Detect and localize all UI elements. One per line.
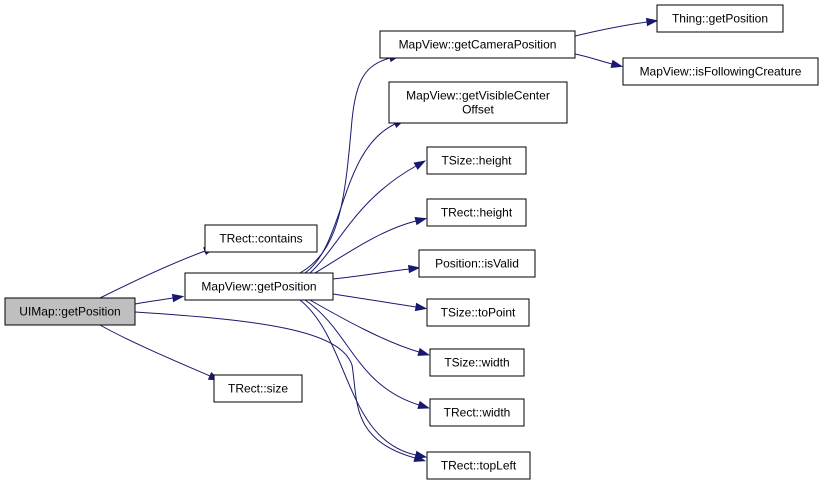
node-box	[213, 374, 303, 403]
edge-line	[314, 220, 417, 274]
node-box	[426, 198, 527, 227]
edge-line	[99, 324, 211, 377]
node-box	[429, 348, 525, 377]
node-trect-contains[interactable]: TRect::contains	[204, 224, 318, 253]
node-trect-size[interactable]: TRect::size	[213, 374, 303, 403]
edge-mapview-getcameraposition-to-mapview-isfollowingcreature	[574, 53, 624, 68]
node-label: MapView::isFollowingCreature	[640, 65, 802, 79]
node-uimap-getposition[interactable]: UIMap::getPosition	[4, 297, 136, 326]
node-box	[4, 297, 136, 326]
node-label: MapView::getPosition	[201, 280, 316, 294]
edge-line	[309, 165, 417, 274]
edge-line	[309, 299, 420, 353]
edge-mapview-getcameraposition-to-thing-getposition	[574, 17, 659, 37]
node-label: TRect::topLeft	[441, 459, 517, 473]
edge-mapview-getposition-to-trect-width	[304, 299, 430, 409]
node-label: Position::isValid	[435, 257, 519, 271]
node-mapview-getposition[interactable]: MapView::getPosition	[184, 272, 334, 301]
edge-arrowhead	[610, 59, 624, 68]
node-box	[656, 4, 784, 33]
node-thing-getposition[interactable]: Thing::getPosition	[656, 4, 784, 33]
node-box	[388, 81, 568, 124]
node-position-isvalid[interactable]: Position::isValid	[418, 249, 536, 278]
edge-arrowhead	[414, 302, 428, 312]
node-trect-topleft[interactable]: TRect::topLeft	[426, 451, 531, 480]
edge-line	[574, 21, 648, 37]
node-label: TRect::width	[444, 406, 511, 420]
node-box	[622, 57, 819, 86]
edge-line	[299, 299, 417, 456]
node-label: Thing::getPosition	[672, 12, 768, 26]
node-box	[426, 146, 527, 175]
edge-line	[134, 311, 416, 459]
edge-mapview-getposition-to-mapview-getvisiblecenteroffset	[304, 119, 406, 274]
node-label: TRect::contains	[219, 232, 302, 246]
node-label: TSize::width	[444, 356, 509, 370]
edge-mapview-getposition-to-position-isvalid	[332, 264, 421, 280]
edge-mapview-getposition-to-tsize-topoint	[332, 293, 428, 312]
edge-uimap-getposition-to-trect-size	[99, 324, 221, 381]
edge-arrowhead	[407, 264, 421, 274]
node-tsize-height[interactable]: TSize::height	[426, 146, 527, 175]
edge-line	[574, 53, 613, 65]
node-box	[418, 249, 536, 278]
edge-mapview-getposition-to-tsize-height	[309, 160, 427, 274]
edge-mapview-getposition-to-tsize-width	[309, 299, 431, 356]
edge-mapview-getposition-to-trect-height	[314, 217, 428, 274]
node-tsize-width[interactable]: TSize::width	[429, 348, 525, 377]
edge-line	[304, 123, 396, 274]
edge-line	[304, 299, 420, 406]
node-trect-height[interactable]: TRect::height	[426, 198, 527, 227]
edges-layer	[99, 17, 659, 462]
node-label: TRect::size	[228, 382, 288, 396]
node-label: TSize::height	[441, 154, 512, 168]
edge-arrowhead	[414, 217, 428, 226]
edge-line	[332, 268, 410, 280]
node-label: TRect::height	[441, 206, 513, 220]
node-tsize-topoint[interactable]: TSize::toPoint	[426, 298, 530, 327]
node-box	[429, 398, 525, 427]
edge-line	[99, 250, 206, 299]
node-label: UIMap::getPosition	[19, 305, 120, 319]
nodes-layer: UIMap::getPositionTRect::containsMapView…	[4, 4, 819, 480]
edge-arrowhead	[413, 160, 427, 170]
edge-arrowhead	[414, 450, 428, 460]
node-box	[204, 224, 318, 253]
node-label: Offset	[462, 103, 494, 117]
node-label: MapView::getVisibleCenter	[406, 89, 550, 103]
edge-line	[332, 293, 417, 308]
edge-arrowhead	[171, 293, 185, 303]
edge-arrowhead	[645, 17, 659, 27]
node-label: TSize::toPoint	[441, 306, 516, 320]
node-box	[426, 298, 530, 327]
node-box	[184, 272, 334, 301]
node-mapview-getcameraposition[interactable]: MapView::getCameraPosition	[379, 30, 576, 59]
edge-mapview-getposition-to-trect-topleft	[299, 299, 428, 460]
edge-uimap-getposition-to-mapview-getposition	[134, 293, 185, 305]
node-trect-width[interactable]: TRect::width	[429, 398, 525, 427]
node-label: MapView::getCameraPosition	[399, 38, 557, 52]
node-box	[426, 451, 531, 480]
node-mapview-isfollowingcreature[interactable]: MapView::isFollowingCreature	[622, 57, 819, 86]
edge-arrowhead	[417, 347, 431, 356]
edge-arrowhead	[417, 400, 430, 409]
edge-line	[134, 297, 174, 305]
node-box	[379, 30, 576, 59]
